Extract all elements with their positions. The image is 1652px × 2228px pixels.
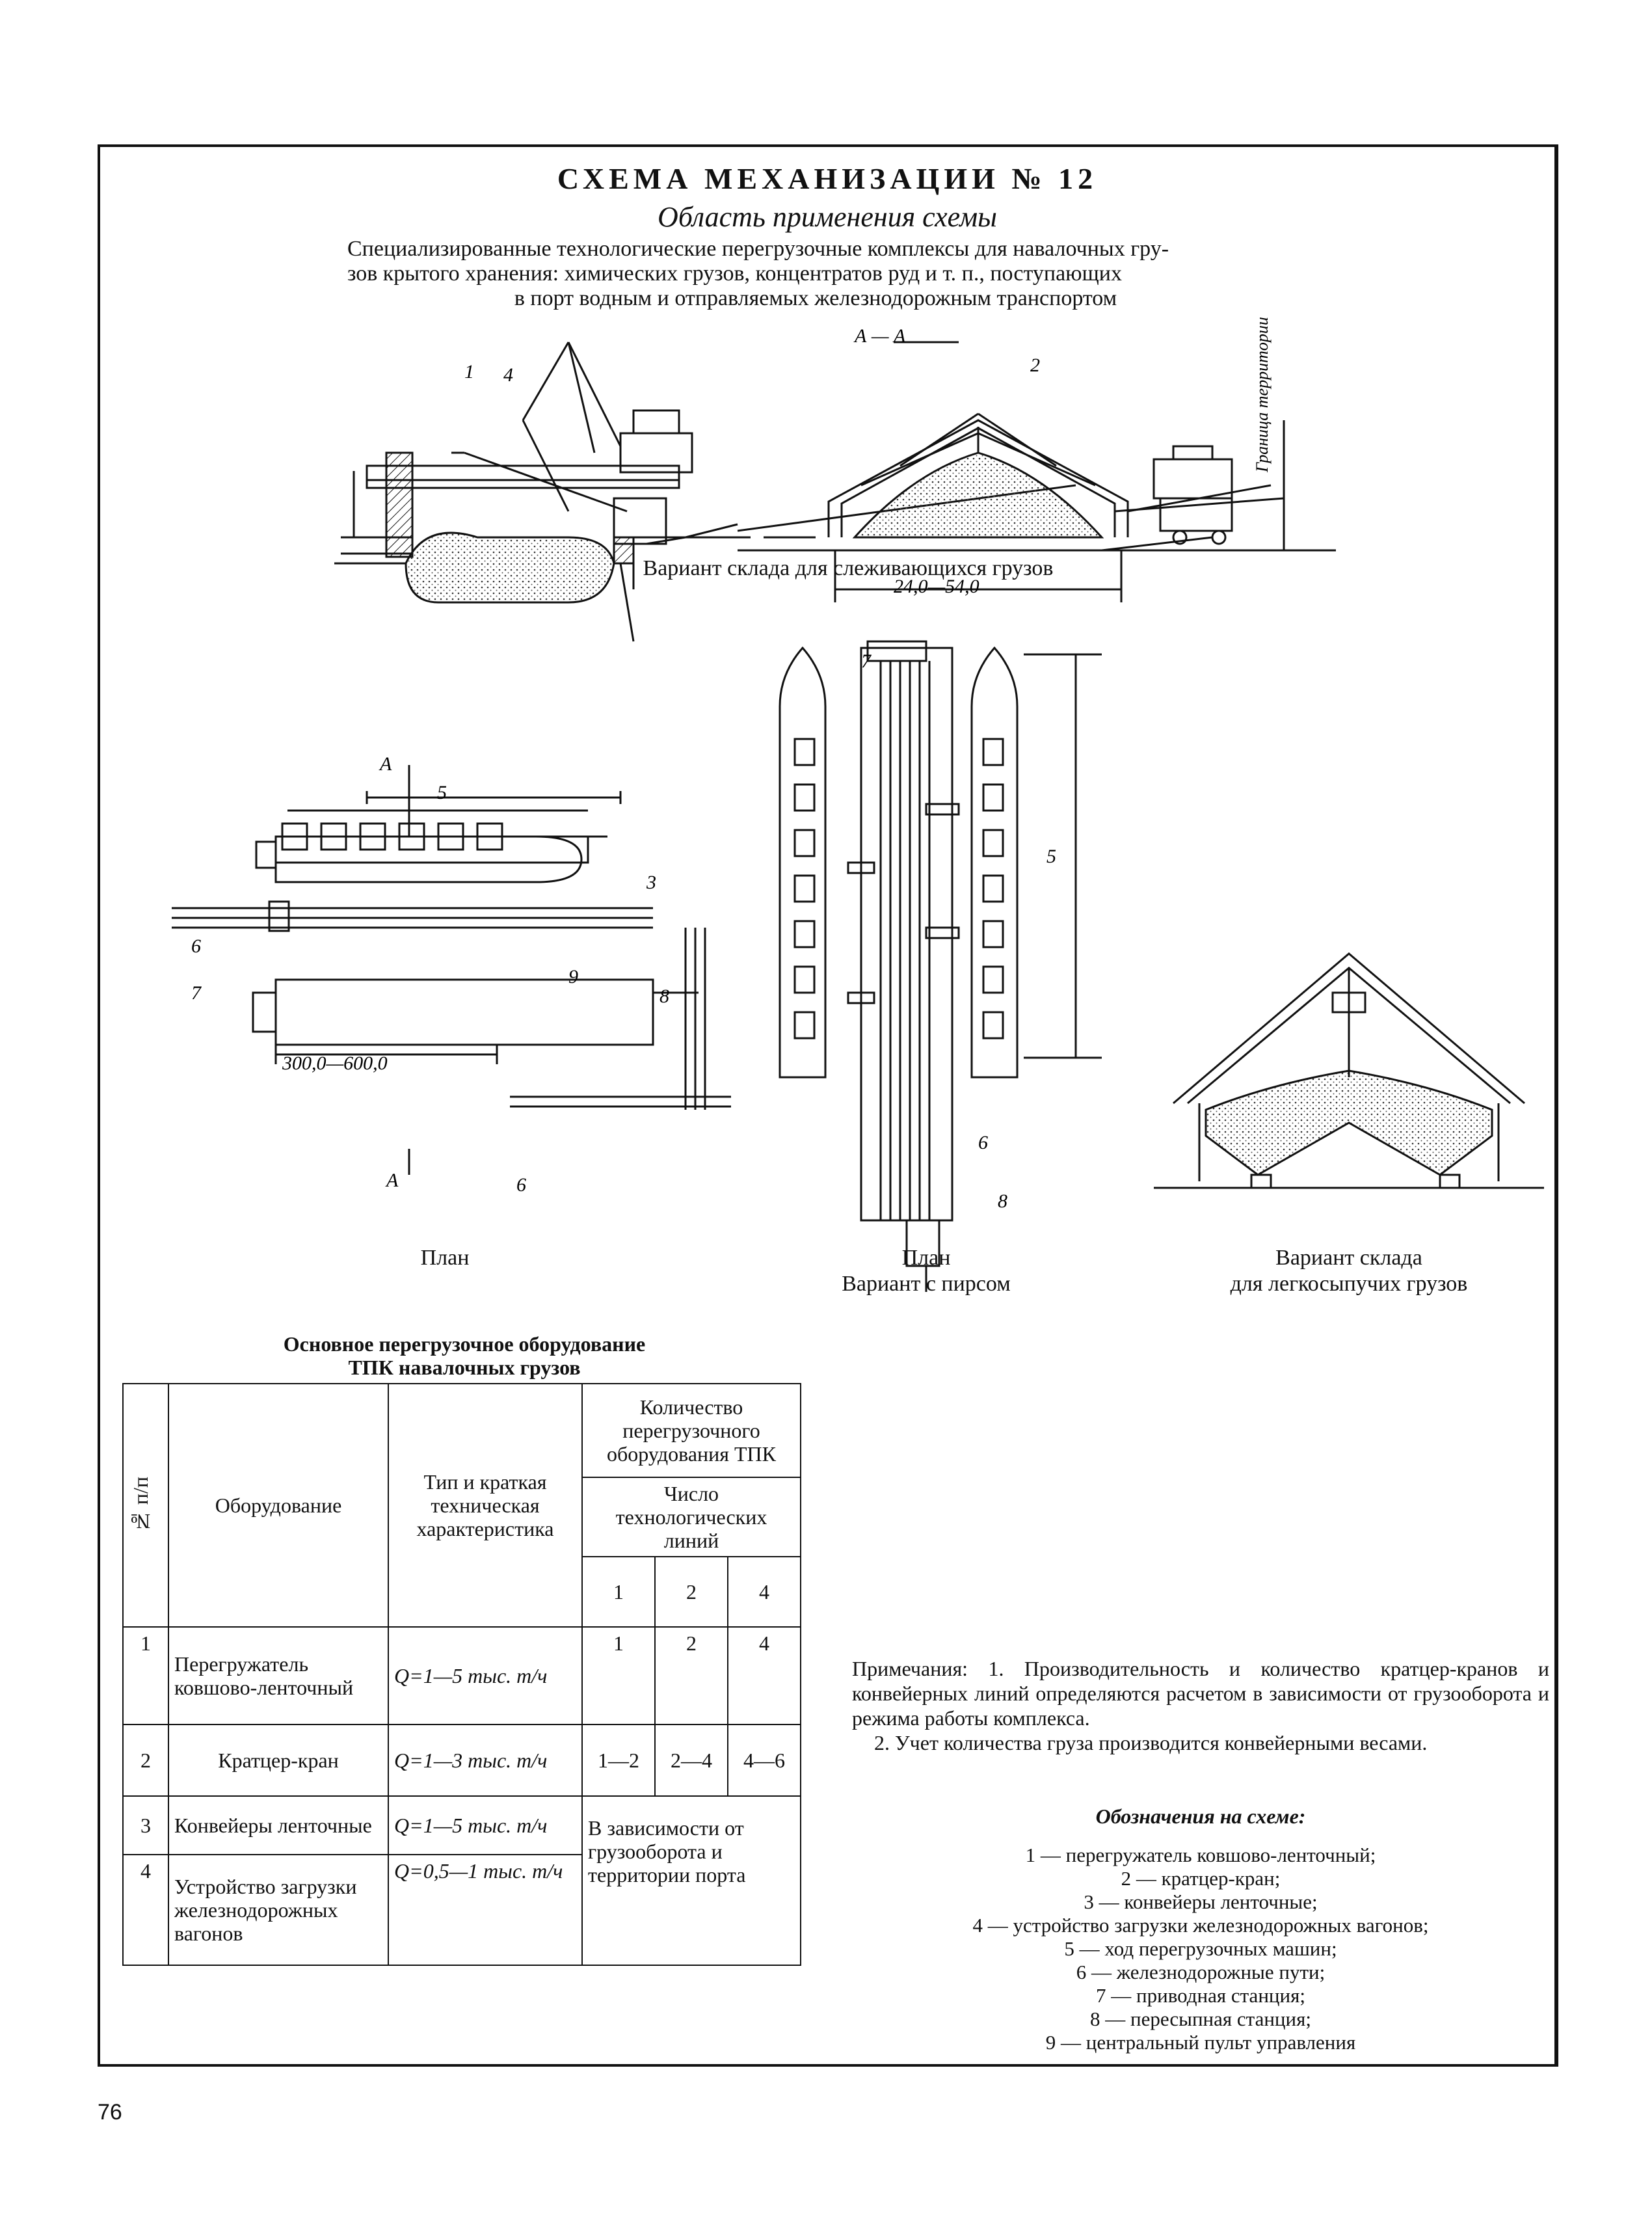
pier-caption: План Вариант с пирсом (764, 1245, 1089, 1297)
legend: 1 — перегружатель ковшово-ленточный; 2 —… (852, 1844, 1549, 2054)
legend-item: 7 — приводная станция; (1096, 1984, 1305, 2007)
header-type: Тип и краткая техническая характеристика (388, 1383, 583, 1628)
technical-drawings: А — А 24,0—54,0 1 4 2 Граница территории (172, 317, 1544, 1292)
callout-7b: 7 (861, 651, 872, 672)
note-1: Примечания: 1. Производительность и коли… (852, 1657, 1549, 1730)
legend-item: 1 — перегружатель ковшово-ленточный; (1025, 1844, 1376, 1866)
legend-item: 6 — железнодорожные пути; (1076, 1961, 1326, 1983)
row-num: 4 (122, 1854, 169, 1966)
plan-caption: План (420, 1246, 470, 1270)
legend-title: Обозначения на схеме: (1095, 1805, 1306, 1828)
legend-item: 9 — центральный пульт управления (1045, 2031, 1356, 2054)
page-frame: СХЕМА МЕХАНИЗАЦИИ № 12 Область применени… (98, 144, 1558, 2067)
table-row: 4 Устройство загрузки железнодорожных ва… (122, 1854, 801, 1966)
row-value: 1 (581, 1626, 656, 1725)
callout-6c: 6 (978, 1132, 988, 1153)
row-spec: Q=1—5 тыс. т/ч (388, 1795, 583, 1855)
legend-item: 2 — кратцер-кран; (1121, 1867, 1281, 1890)
store-caption: Вариант склада для легкосыпучих грузов (1167, 1245, 1531, 1297)
row-spec: Q=1—5 тыс. т/ч (388, 1626, 583, 1725)
plan-drawing (172, 765, 731, 1175)
legend-item: 5 — ход перегрузочных машин; (1064, 1937, 1337, 1960)
row-value: 2—4 (654, 1724, 728, 1797)
store-caption-line: Вариант склада (1275, 1246, 1422, 1270)
row-value: 2 (654, 1626, 728, 1725)
intro-line: в порт водным и отправляемых железнодоро… (514, 286, 1117, 310)
legend-item: 4 — устройство загрузки железнодорожных … (972, 1914, 1429, 1937)
section-caption: Вариант склада для слеживающихся грузов (643, 556, 1054, 580)
callout-6: 6 (191, 935, 201, 957)
table-header-row: Число технологических линий (123, 1477, 801, 1557)
header-quantity: Количество перегрузочного оборудования Т… (581, 1383, 801, 1478)
page-title: СХЕМА МЕХАНИЗАЦИИ № 12 (557, 162, 1098, 195)
intro-text: Специализированные технологические перег… (347, 237, 1284, 311)
row-spec: Q=1—3 тыс. т/ч (388, 1724, 583, 1797)
callout-4: 4 (503, 364, 513, 386)
intro-line: Специализированные технологические перег… (347, 237, 1169, 261)
table-header-row: 1 2 4 (123, 1556, 801, 1628)
plan-dimension: 300,0—600,0 (282, 1053, 388, 1074)
header-num: № п/п (122, 1383, 169, 1628)
table-title-line: ТПК навалочных грузов (348, 1356, 581, 1379)
row-value: 4—6 (727, 1724, 801, 1797)
pier-caption-line: Вариант с пирсом (842, 1272, 1011, 1296)
pier-caption-line: План (901, 1246, 951, 1270)
notes: Примечания: 1. Производительность и коли… (852, 1656, 1549, 1755)
page-subtitle: Область применения схемы (658, 201, 997, 233)
header-col-2: 2 (654, 1556, 728, 1628)
row-num: 1 (122, 1626, 169, 1725)
intro-line: зов крытого хранения: химических грузов,… (347, 262, 1122, 286)
header-col-4: 4 (727, 1556, 801, 1628)
legend-item: 3 — конвейеры ленточные; (1084, 1890, 1318, 1913)
equipment-table: № п/п Оборудование Тип и краткая техниче… (122, 1383, 801, 1966)
row-spec: Q=0,5—1 тыс. т/ч (388, 1854, 583, 1966)
row-value: 1—2 (581, 1724, 656, 1797)
page-number: 76 (98, 2100, 122, 2125)
callout-2: 2 (1030, 355, 1040, 376)
merged-note: В зависимости от грузооборота и территор… (581, 1795, 801, 1966)
callout-3: 3 (646, 872, 656, 893)
callout-6b: 6 (516, 1174, 526, 1196)
table-title-line: Основное перегрузочное оборудование (283, 1332, 646, 1356)
legend-item: 8 — пересыпная станция; (1089, 2007, 1311, 2030)
callout-1: 1 (464, 361, 474, 383)
section-mark-top: А (379, 753, 392, 775)
table-header-row: № п/п Оборудование Тип и краткая техниче… (122, 1383, 801, 1628)
section-railway-drawing (1101, 420, 1285, 552)
row-name: Кратцер-кран (168, 1724, 389, 1797)
header-col-1: 1 (581, 1556, 656, 1628)
section-dimension: 24,0—54,0 (894, 576, 979, 597)
boundary-label: Граница территории (1253, 317, 1272, 473)
note-2: 2. Учет количества груза производится ко… (874, 1731, 1428, 1754)
callout-8: 8 (659, 986, 669, 1007)
section-mark-bottom: А (385, 1170, 399, 1191)
row-name: Устройство загрузки железнодорожных ваго… (168, 1854, 389, 1966)
row-value: 4 (727, 1626, 801, 1725)
row-name: Конвейеры ленточные (168, 1795, 389, 1855)
table-row: 1 Перегружатель ковшово-ленточный Q=1—5 … (122, 1626, 801, 1725)
pier-drawing (779, 640, 1102, 1292)
store-caption-line: для легкосыпучих грузов (1230, 1272, 1468, 1296)
callout-5b: 5 (1046, 846, 1056, 867)
store-drawing (1154, 952, 1544, 1189)
row-num: 3 (122, 1795, 169, 1855)
section-label: А — А (853, 325, 906, 347)
header-num-text: № п/п (129, 1477, 152, 1534)
header-lines: Число технологических линий (581, 1477, 801, 1557)
header-equipment: Оборудование (168, 1383, 389, 1628)
callout-9: 9 (568, 966, 578, 987)
callout-5: 5 (437, 782, 447, 803)
table-row: 2 Кратцер-кран Q=1—3 тыс. т/ч 1—2 2—4 4—… (122, 1724, 801, 1797)
table-row: 3 Конвейеры ленточные Q=1—5 тыс. т/ч В з… (122, 1795, 801, 1966)
callout-7: 7 (191, 982, 202, 1004)
callout-8b: 8 (998, 1190, 1007, 1212)
section-loader-drawing (334, 342, 816, 642)
row-name: Перегружатель ковшово-ленточный (168, 1626, 389, 1725)
row-num: 2 (122, 1724, 169, 1797)
table-title: Основное перегрузочное оборудование ТПК … (172, 1332, 757, 1379)
